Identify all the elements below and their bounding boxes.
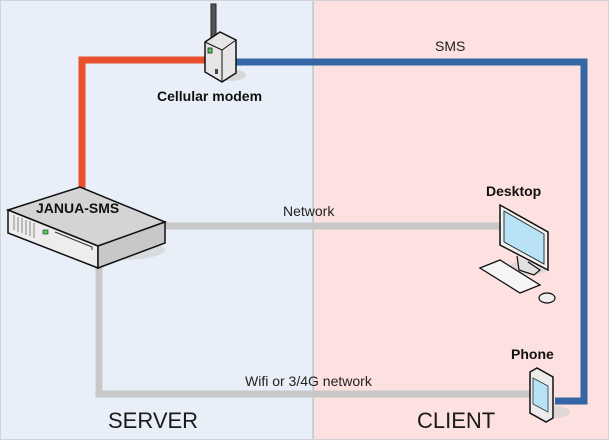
- client-zone: [313, 0, 609, 440]
- desktop-computer-icon: [478, 203, 556, 304]
- edge-label-wifi: Wifi or 3/4G network: [245, 373, 372, 389]
- server-icon: [5, 186, 168, 270]
- server-label: JANUA-SMS: [36, 200, 120, 216]
- desktop-label: Desktop: [486, 183, 542, 199]
- edge-label-sms: SMS: [435, 38, 466, 54]
- client-zone-label: CLIENT: [417, 408, 496, 433]
- edge-server-modem: [78, 56, 210, 200]
- edge-label-network: Network: [283, 203, 335, 219]
- smartphone-icon: [529, 367, 570, 423]
- modem-label: Cellular modem: [157, 88, 263, 104]
- edge-server-phone: [95, 255, 530, 398]
- server-zone-label: SERVER: [108, 408, 199, 433]
- phone-label: Phone: [511, 346, 554, 362]
- cellular-modem-icon: [204, 3, 246, 83]
- edge-modem-phone: [234, 58, 588, 405]
